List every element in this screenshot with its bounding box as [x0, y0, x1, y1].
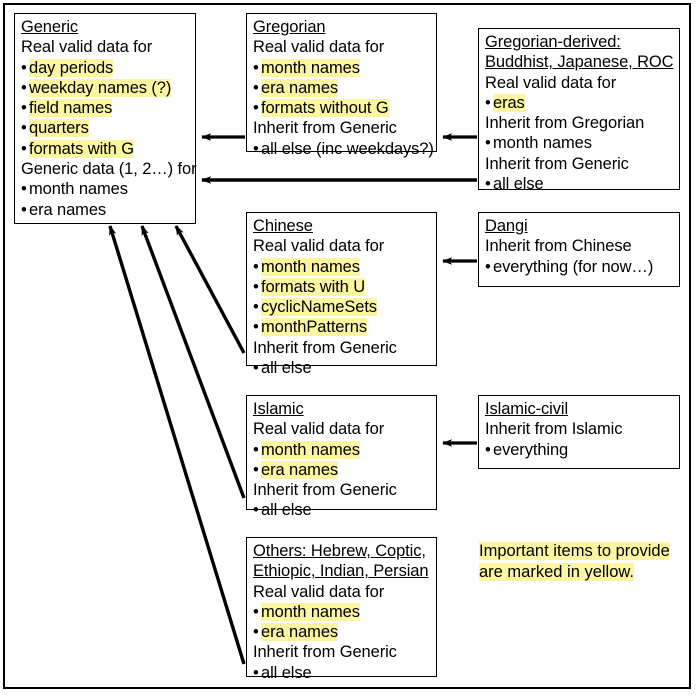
node-gregorian-line-3: •era names	[253, 78, 339, 97]
node-generic-line-2: •day periods	[21, 58, 114, 77]
node-generic-line-1: Real valid data for	[21, 38, 153, 57]
node-chinese-line-4: •cyclicNameSets	[253, 298, 377, 317]
node-others-title-2: Ethiopic, Indian, Persian	[253, 562, 429, 581]
node-generic-line-8: •month names	[21, 180, 128, 199]
node-gregorian-line-5: Inherit from Generic	[253, 119, 397, 138]
node-generic-line-7: Generic data (1, 2…) for	[21, 160, 197, 179]
node-islamic-civil[interactable]: Islamic-civil Inherit from Islamic •ever…	[478, 395, 680, 469]
node-generic-line-4: •field names	[21, 99, 113, 118]
node-dangi-line-2: •everything (for now…)	[485, 257, 654, 276]
node-gregorian-line-2: •month names	[253, 58, 360, 77]
node-chinese-line-6: Inherit from Generic	[253, 338, 397, 357]
node-islamic-civil-line-2: •everything	[485, 440, 569, 459]
node-islamic-line-4: Inherit from Generic	[253, 481, 397, 500]
node-islamic-line-3: •era names	[253, 460, 339, 479]
node-others-line-3: •month names	[253, 602, 360, 621]
node-chinese-line-1: Real valid data for	[253, 237, 385, 256]
node-gregorian-derived-line-4: Inherit from Gregorian	[485, 114, 645, 133]
node-gregorian-derived-line-7: •all else	[485, 175, 544, 194]
node-islamic-civil-title: Islamic-civil	[485, 400, 569, 418]
node-chinese-title: Chinese	[253, 217, 313, 235]
node-gregorian-line-6: •all else (inc weekdays?)	[253, 139, 434, 158]
node-gregorian-derived-title-1: Gregorian-derived:	[485, 33, 621, 51]
node-generic-line-3: •weekday names (?)	[21, 78, 172, 97]
node-islamic-line-2: •month names	[253, 440, 360, 459]
node-gregorian-derived[interactable]: Gregorian-derived: Buddhist, Japanese, R…	[478, 28, 680, 193]
node-others-line-4: •era names	[253, 623, 339, 642]
node-chinese-line-3: •formats with U	[253, 277, 366, 296]
node-islamic-title: Islamic	[253, 400, 304, 418]
node-others-line-2: Real valid data for	[253, 582, 385, 601]
node-gregorian-derived-line-3: •eras	[485, 93, 525, 112]
node-generic[interactable]: Generic Real valid data for •day periods…	[14, 13, 197, 224]
legend-note-line-2: are marked in yellow.	[479, 563, 634, 581]
node-gregorian[interactable]: Gregorian Real valid data for •month nam…	[246, 13, 437, 158]
node-chinese[interactable]: Chinese Real valid data for •month names…	[246, 212, 437, 377]
node-gregorian-derived-line-6: Inherit from Generic	[485, 154, 629, 173]
node-chinese-line-2: •month names	[253, 257, 360, 276]
node-others-title-1: Others: Hebrew, Coptic,	[253, 542, 426, 560]
node-generic-title: Generic	[21, 18, 79, 36]
node-others-line-5: Inherit from Generic	[253, 643, 397, 662]
node-islamic-line-1: Real valid data for	[253, 420, 385, 439]
node-others-line-6: •all else	[253, 663, 312, 682]
node-gregorian-derived-title-2: Buddhist, Japanese, ROC	[485, 53, 674, 72]
node-islamic[interactable]: Islamic Real valid data for •month names…	[246, 395, 437, 519]
node-gregorian-line-1: Real valid data for	[253, 38, 385, 57]
node-chinese-line-5: •monthPatterns	[253, 318, 368, 337]
node-dangi-line-1: Inherit from Chinese	[485, 237, 632, 256]
legend-note: Important items to provide are marked in…	[479, 541, 684, 583]
node-generic-line-9: •era names	[21, 200, 107, 219]
node-islamic-line-5: •all else	[253, 501, 312, 520]
node-gregorian-line-4: •formats without G	[253, 99, 389, 118]
node-gregorian-title: Gregorian	[253, 18, 326, 36]
node-generic-line-5: •quarters	[21, 119, 89, 138]
legend-note-line-1: Important items to provide	[479, 542, 670, 560]
node-dangi[interactable]: Dangi Inherit from Chinese •everything (…	[478, 212, 680, 287]
node-others[interactable]: Others: Hebrew, Coptic, Ethiopic, Indian…	[246, 537, 437, 682]
node-chinese-line-7: •all else	[253, 359, 312, 378]
node-gregorian-derived-line-5: •month names	[485, 134, 592, 153]
node-generic-line-6: •formats with G	[21, 139, 134, 158]
node-gregorian-derived-line-2: Real valid data for	[485, 73, 617, 92]
diagram-outer-border	[3, 3, 691, 689]
node-islamic-civil-line-1: Inherit from Islamic	[485, 420, 623, 439]
node-dangi-title: Dangi	[485, 217, 528, 235]
